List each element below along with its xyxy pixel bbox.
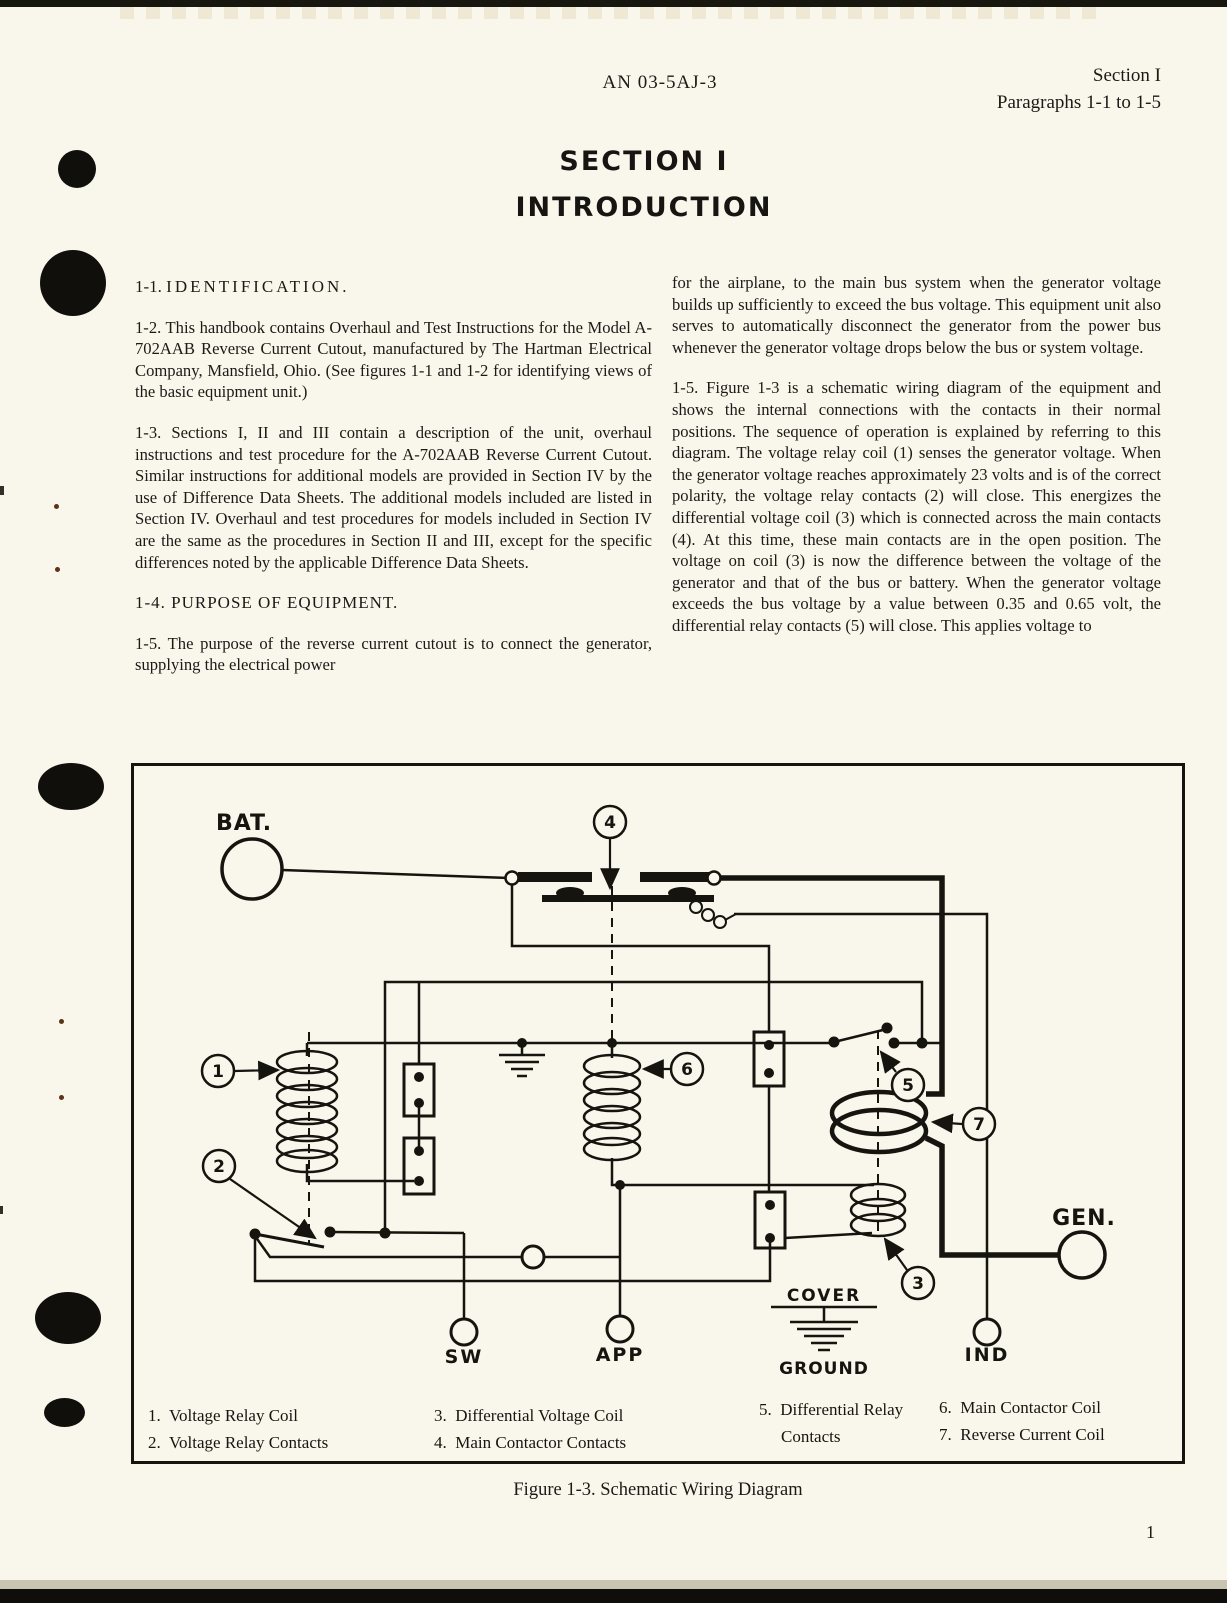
heading-identification-word: IDENTIFICATION. [166, 277, 350, 296]
legend-item: 2. Voltage Relay Contacts [148, 1433, 329, 1452]
ground-symbol-internal [499, 1053, 545, 1078]
terminal-labels: BAT. GEN. SW APP IND COVER GROUND [216, 811, 1116, 1379]
terminal-circles [220, 837, 1107, 1347]
scan-edge-mark [0, 486, 4, 495]
scan-speck [59, 1019, 64, 1024]
gen-label: GEN. [1052, 1206, 1116, 1231]
callout-arrows [229, 839, 963, 1271]
heading-purpose: 1-4. PURPOSE OF EQUIPMENT. [135, 593, 399, 613]
legend-item: 7. Reverse Current Coil [939, 1425, 1105, 1444]
terminal-block-studs [414, 1038, 775, 1243]
callout-markers: 1 2 3 4 5 6 7 [200, 804, 997, 1301]
sw-label: SW [445, 1346, 484, 1368]
terminal-blocks [402, 1030, 787, 1250]
section-reference: Section I [1092, 65, 1161, 86]
wire-junction-bubble [520, 1244, 546, 1270]
legend-item: 6. Main Contactor Coil [939, 1398, 1101, 1417]
app-label: APP [596, 1344, 645, 1366]
bat-label: BAT. [216, 811, 272, 836]
scan-speck [59, 1095, 64, 1100]
heavy-bus-wire [720, 875, 1059, 1258]
voltage-relay-contacts [249, 1226, 391, 1249]
section-heading-block: SECTION I INTRODUCTION [131, 146, 1157, 223]
callout-2: 2 [213, 1157, 225, 1177]
header-right: Section I Paragraphs 1-1 to 1-5 [997, 62, 1161, 116]
wires [253, 868, 989, 1322]
ground-symbol-cover [790, 1320, 858, 1352]
contact-junction-right [706, 870, 722, 886]
legend-column-3: 5. Differential Relay Contacts [759, 1396, 903, 1450]
differential-voltage-coil [849, 1182, 907, 1238]
binding-hole [40, 250, 106, 316]
main-contactor-contacts [518, 872, 737, 929]
scan-speck [55, 567, 60, 572]
callout-1: 1 [212, 1062, 224, 1082]
app-terminal [605, 1314, 635, 1344]
scan-noise [120, 7, 1100, 19]
binding-hole [58, 150, 96, 188]
callout-7: 7 [973, 1115, 985, 1135]
section-subtitle: INTRODUCTION [515, 192, 773, 223]
voltage-relay-coil [275, 1049, 339, 1174]
ind-terminal [972, 1317, 1002, 1347]
legend-item: 4. Main Contactor Contacts [434, 1433, 627, 1452]
legend-item: 1. Voltage Relay Coil [148, 1406, 299, 1425]
figure-1-3-frame: 1 2 3 4 5 6 7 BAT. GEN. SW APP IND [131, 763, 1185, 1464]
legend-column-1: 1. Voltage Relay Coil 2. Voltage Relay C… [148, 1402, 328, 1456]
paragraph-1-3: 1-3. Sections I, II and III contain a de… [135, 422, 652, 572]
sw-terminal [449, 1317, 479, 1347]
callout-5: 5 [902, 1076, 914, 1096]
heading-identification: 1-1. IDENTIFICATION. [135, 276, 652, 298]
legend-item: 5. Differential Relay [759, 1400, 904, 1419]
doc-number: AN 03-5AJ-3 [602, 72, 718, 93]
page-number: 1 [1146, 1522, 1155, 1542]
legend-item: 3. Differential Voltage Coil [434, 1406, 624, 1425]
differential-relay-contacts [828, 1022, 928, 1049]
callout-3: 3 [912, 1274, 924, 1294]
paragraph-1-5-start: 1-5. The purpose of the reverse current … [135, 633, 652, 675]
callout-6: 6 [681, 1060, 693, 1080]
main-contactor-coil [582, 1043, 642, 1162]
mechanical-link-dashed-lines [308, 886, 879, 1244]
paragraph-1-2: 1-2. This handbook contains Overhaul and… [135, 317, 652, 402]
paragraph-1-5-figure: 1-5. Figure 1-3 is a schematic wiring di… [672, 378, 1161, 635]
paragraph-1-5-continued: for the airplane, to the main bus system… [672, 273, 1161, 357]
ind-label: IND [965, 1344, 1010, 1366]
heading-identification-number: 1-1. [135, 277, 162, 296]
gen-terminal [1057, 1230, 1107, 1280]
legend-column-4: 6. Main Contactor Coil 7. Reverse Curren… [939, 1394, 1105, 1448]
scan-speck [54, 504, 59, 509]
figure-caption: Figure 1-3. Schematic Wiring Diagram [513, 1480, 803, 1500]
left-column: 1-1. IDENTIFICATION. 1-2. This handbook … [135, 276, 652, 695]
scan-edge-mark [0, 1206, 3, 1214]
contact-spring [689, 900, 737, 929]
ground-label: GROUND [779, 1359, 869, 1379]
paragraphs-reference: Paragraphs 1-1 to 1-5 [996, 92, 1161, 113]
schematic-wiring-diagram: 1 2 3 4 5 6 7 BAT. GEN. SW APP IND [200, 804, 1116, 1379]
binding-hole [44, 1398, 85, 1427]
legend-column-2: 3. Differential Voltage Coil 4. Main Con… [434, 1402, 626, 1456]
bat-terminal [220, 837, 284, 901]
right-column: for the airplane, to the main bus system… [672, 272, 1161, 656]
legend-item-wrap: Contacts [781, 1427, 841, 1446]
scan-edge-bottom-light [0, 1580, 1227, 1589]
binding-hole [35, 1292, 101, 1344]
section-title: SECTION I [559, 146, 729, 177]
binding-hole [38, 763, 104, 810]
reverse-current-coil [829, 1089, 929, 1155]
contact-junction-left [504, 870, 520, 886]
scan-edge-top [0, 0, 1227, 7]
callout-4: 4 [604, 813, 616, 833]
scan-edge-bottom [0, 1589, 1227, 1603]
cover-label: COVER [787, 1286, 861, 1306]
